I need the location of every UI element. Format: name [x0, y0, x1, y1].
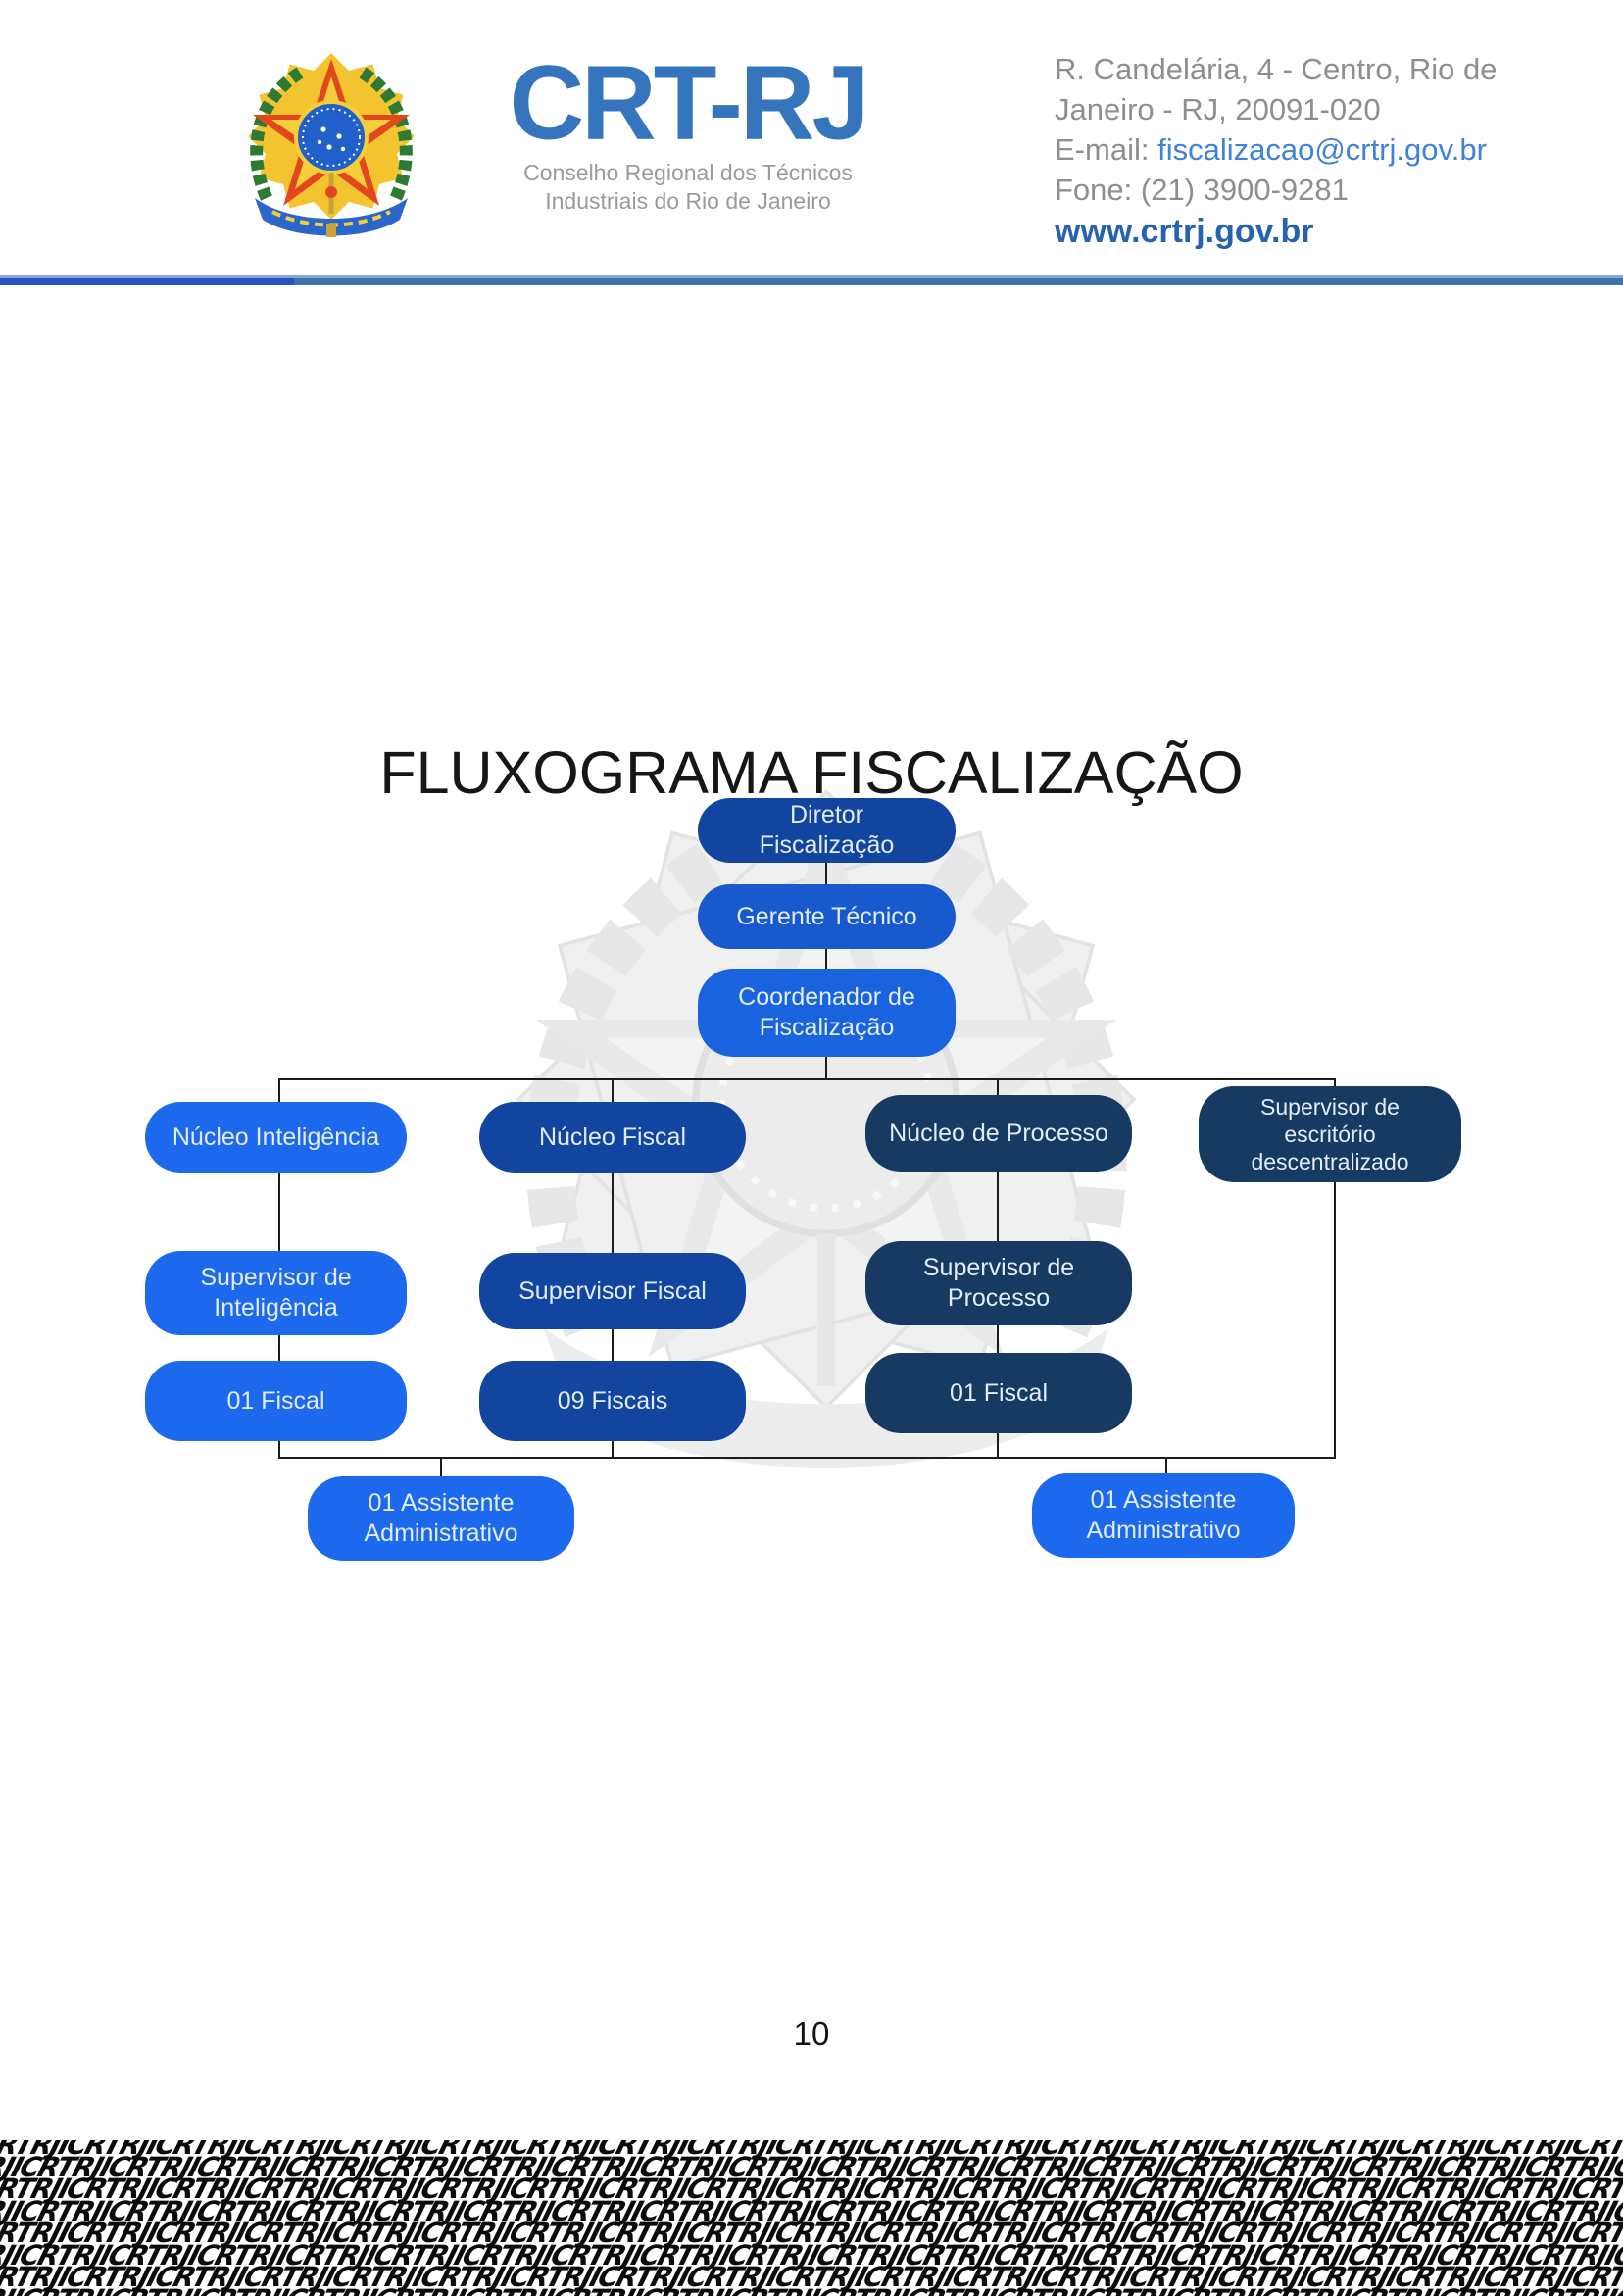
org-node-01-fiscal-processo: 01 Fiscal: [865, 1353, 1132, 1433]
connector-bottom-bus: [278, 1457, 1336, 1459]
contact-address-line2: Janeiro - RJ, 20091-020: [1055, 92, 1381, 126]
contact-phone: Fone: (21) 3900-9281: [1055, 173, 1349, 207]
org-node-nucleo-inteligencia: Núcleo Inteligência: [145, 1102, 407, 1173]
org-node-diretor-fiscalizacao: Diretor Fiscalização: [698, 798, 956, 863]
org-node-supervisor-fiscal: Supervisor Fiscal: [479, 1253, 746, 1329]
brand-subtitle: Conselho Regional dos Técnicos Industria…: [443, 159, 933, 216]
org-node-nucleo-fiscal: Núcleo Fiscal: [479, 1102, 746, 1173]
footer-pattern-row: ICRTRJICRTRJICRTRJICRTRJICRTRJICRTRJICRT…: [0, 2283, 1623, 2296]
brazil-coat-of-arms-icon: [248, 53, 415, 237]
header-divider: [0, 275, 1623, 285]
brand-subtitle-line2: Industriais do Rio de Janeiro: [545, 188, 831, 214]
org-node-gerente-tecnico: Gerente Técnico: [698, 884, 956, 949]
email-label: E-mail:: [1055, 132, 1158, 167]
brand-acronym: CRT-RJ: [509, 43, 870, 163]
contact-address-line1: R. Candelária, 4 - Centro, Rio de: [1055, 52, 1498, 86]
org-node-09-fiscais: 09 Fiscais: [479, 1361, 746, 1441]
connector-top-bus: [278, 1078, 1336, 1080]
org-node-nucleo-de-processo: Núcleo de Processo: [865, 1095, 1132, 1172]
email-link[interactable]: fiscalizacao@crtrj.gov.br: [1157, 132, 1487, 167]
contact-email-line: E-mail: fiscalizacao@crtrj.gov.br: [1055, 129, 1564, 170]
org-node-coordenador-fiscalizacao: Coordenador de Fiscalização: [698, 969, 956, 1057]
connector-coordenador-bus: [825, 1056, 827, 1080]
connector-column-escritorio: [1334, 1078, 1336, 1459]
org-node-assistente-administrativo-esquerda: 01 Assistente Administrativo: [308, 1476, 574, 1561]
website-link[interactable]: www.crtrj.gov.br: [1055, 213, 1314, 250]
connector-assistente-direita: [1165, 1457, 1167, 1475]
contact-block: R. Candelária, 4 - Centro, Rio de Janeir…: [1055, 49, 1564, 252]
page-number: 10: [793, 2016, 830, 2052]
footer-pattern: ICRTRJICRTRJICRTRJICRTRJICRTRJICRTRJICRT…: [0, 2140, 1623, 2296]
brand-subtitle-line1: Conselho Regional dos Técnicos: [523, 160, 853, 185]
org-node-supervisor-de-processo: Supervisor de Processo: [865, 1241, 1132, 1325]
page-title: FLUXOGRAMA FISCALIZAÇÃO: [379, 738, 1244, 806]
brand-block: CRT-RJ Conselho Regional dos Técnicos In…: [443, 43, 933, 216]
connector-assistente-esquerda: [440, 1457, 442, 1478]
letterhead: CRT-RJ Conselho Regional dos Técnicos In…: [0, 0, 1623, 275]
connector-gerente-coordenador: [825, 949, 827, 970]
org-node-supervisor-escritorio-descentralizado: Supervisor de escritório descentralizado: [1199, 1086, 1461, 1182]
org-node-supervisor-inteligencia: Supervisor de Inteligência: [145, 1251, 407, 1335]
org-node-01-fiscal-inteligencia: 01 Fiscal: [145, 1361, 407, 1441]
connector-diretor-gerente: [825, 863, 827, 885]
org-node-assistente-administrativo-direita: 01 Assistente Administrativo: [1032, 1473, 1295, 1558]
